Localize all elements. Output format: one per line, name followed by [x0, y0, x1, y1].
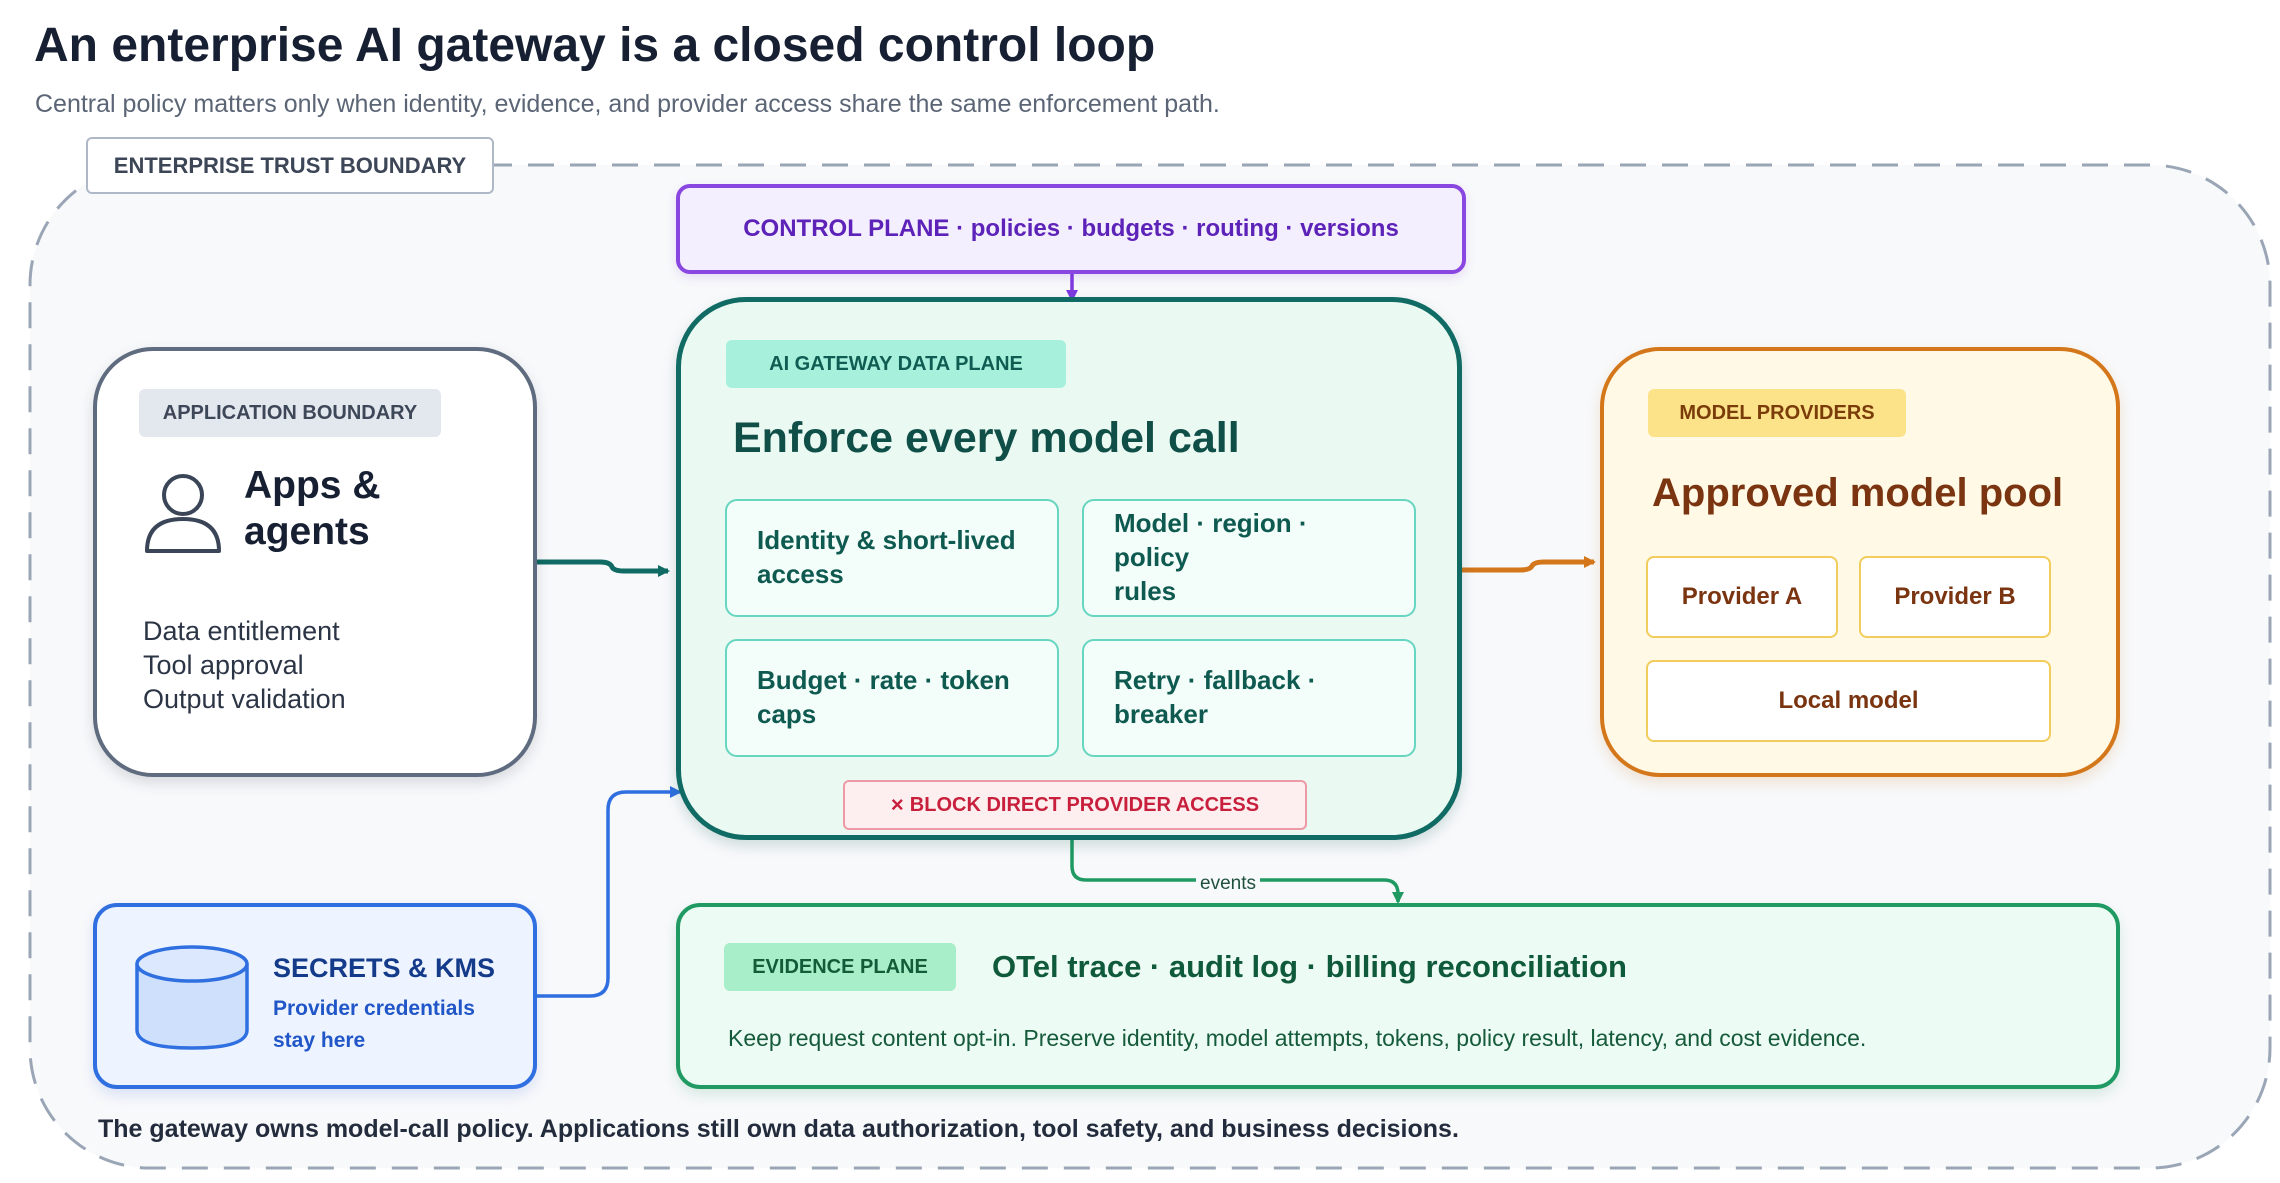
card-line: Retry · fallback ·: [1114, 665, 1317, 696]
card-line: Model · region · policy: [1114, 508, 1308, 573]
evidence-plane-box: EVIDENCE PLANE OTel trace · audit log · …: [676, 903, 2120, 1089]
evidence-tag: EVIDENCE PLANE: [724, 943, 956, 991]
gateway-tag: AI GATEWAY DATA PLANE: [726, 340, 1066, 388]
block-label: BLOCK DIRECT PROVIDER ACCESS: [909, 793, 1260, 816]
gateway-data-plane-box: AI GATEWAY DATA PLANE Enforce every mode…: [676, 297, 1462, 840]
card-line: access: [757, 559, 844, 589]
secrets-note: Provider credentials stay here: [273, 993, 475, 1057]
app-item: Tool approval: [143, 650, 304, 680]
provider-a: Provider A: [1646, 556, 1838, 638]
model-providers-box: MODEL PROVIDERS Approved model pool Prov…: [1600, 347, 2120, 777]
apps-title: Apps & agents: [244, 463, 381, 555]
application-boundary-tag: APPLICATION BOUNDARY: [139, 389, 441, 437]
card-line: Identity & short-lived: [757, 525, 1016, 556]
apps-to-gateway-arrow: [537, 559, 670, 577]
providers-tag: MODEL PROVIDERS: [1648, 389, 1906, 437]
app-responsibilities: Data entitlement Tool approval Output va…: [143, 614, 346, 716]
database-icon: [135, 945, 249, 1050]
retry-breaker-card: Retry · fallback ·breaker: [1082, 639, 1416, 757]
apps-title-line-2: agents: [244, 510, 370, 553]
gateway-heading: Enforce every model call: [733, 414, 1240, 462]
card-line: rules: [1114, 575, 1177, 606]
gateway-to-providers-arrow: [1462, 556, 1596, 573]
card-line: breaker: [1114, 699, 1208, 729]
app-item: Output validation: [143, 684, 346, 714]
person-icon: [145, 474, 221, 553]
local-model: Local model: [1646, 660, 2051, 742]
page-subtitle: Central policy matters only when identit…: [35, 90, 1220, 118]
card-line: caps: [757, 699, 817, 729]
secrets-kms-box: SECRETS & KMS Provider credentials stay …: [93, 903, 537, 1089]
app-item: Data entitlement: [143, 616, 340, 646]
card-line: Budget · rate · token: [757, 665, 1010, 696]
secrets-note-line: Provider credentials: [273, 997, 475, 1020]
secrets-note-line: stay here: [273, 1029, 366, 1052]
evidence-heading: OTel trace · audit log · billing reconci…: [992, 949, 1627, 984]
trust-boundary-footer: The gateway owns model-call policy. Appl…: [98, 1115, 1459, 1143]
providers-heading: Approved model pool: [1652, 471, 2064, 515]
control-plane-box: CONTROL PLANE · policies · budgets · rou…: [676, 184, 1466, 274]
application-boundary-box: APPLICATION BOUNDARY Apps & agents Data …: [93, 347, 537, 777]
secrets-title: SECRETS & KMS: [273, 953, 496, 983]
provider-b: Provider B: [1859, 556, 2051, 638]
block-icon: ×: [890, 792, 904, 817]
block-direct-access-badge: × BLOCK DIRECT PROVIDER ACCESS: [843, 780, 1307, 830]
secrets-to-gateway-arrow: [537, 786, 682, 998]
page-title: An enterprise AI gateway is a closed con…: [34, 19, 1156, 72]
apps-title-line-1: Apps &: [244, 464, 381, 507]
events-label: events: [1200, 873, 1256, 894]
trust-boundary-label: ENTERPRISE TRUST BOUNDARY: [86, 137, 494, 194]
evidence-body: Keep request content opt-in. Preserve id…: [728, 1025, 1867, 1051]
